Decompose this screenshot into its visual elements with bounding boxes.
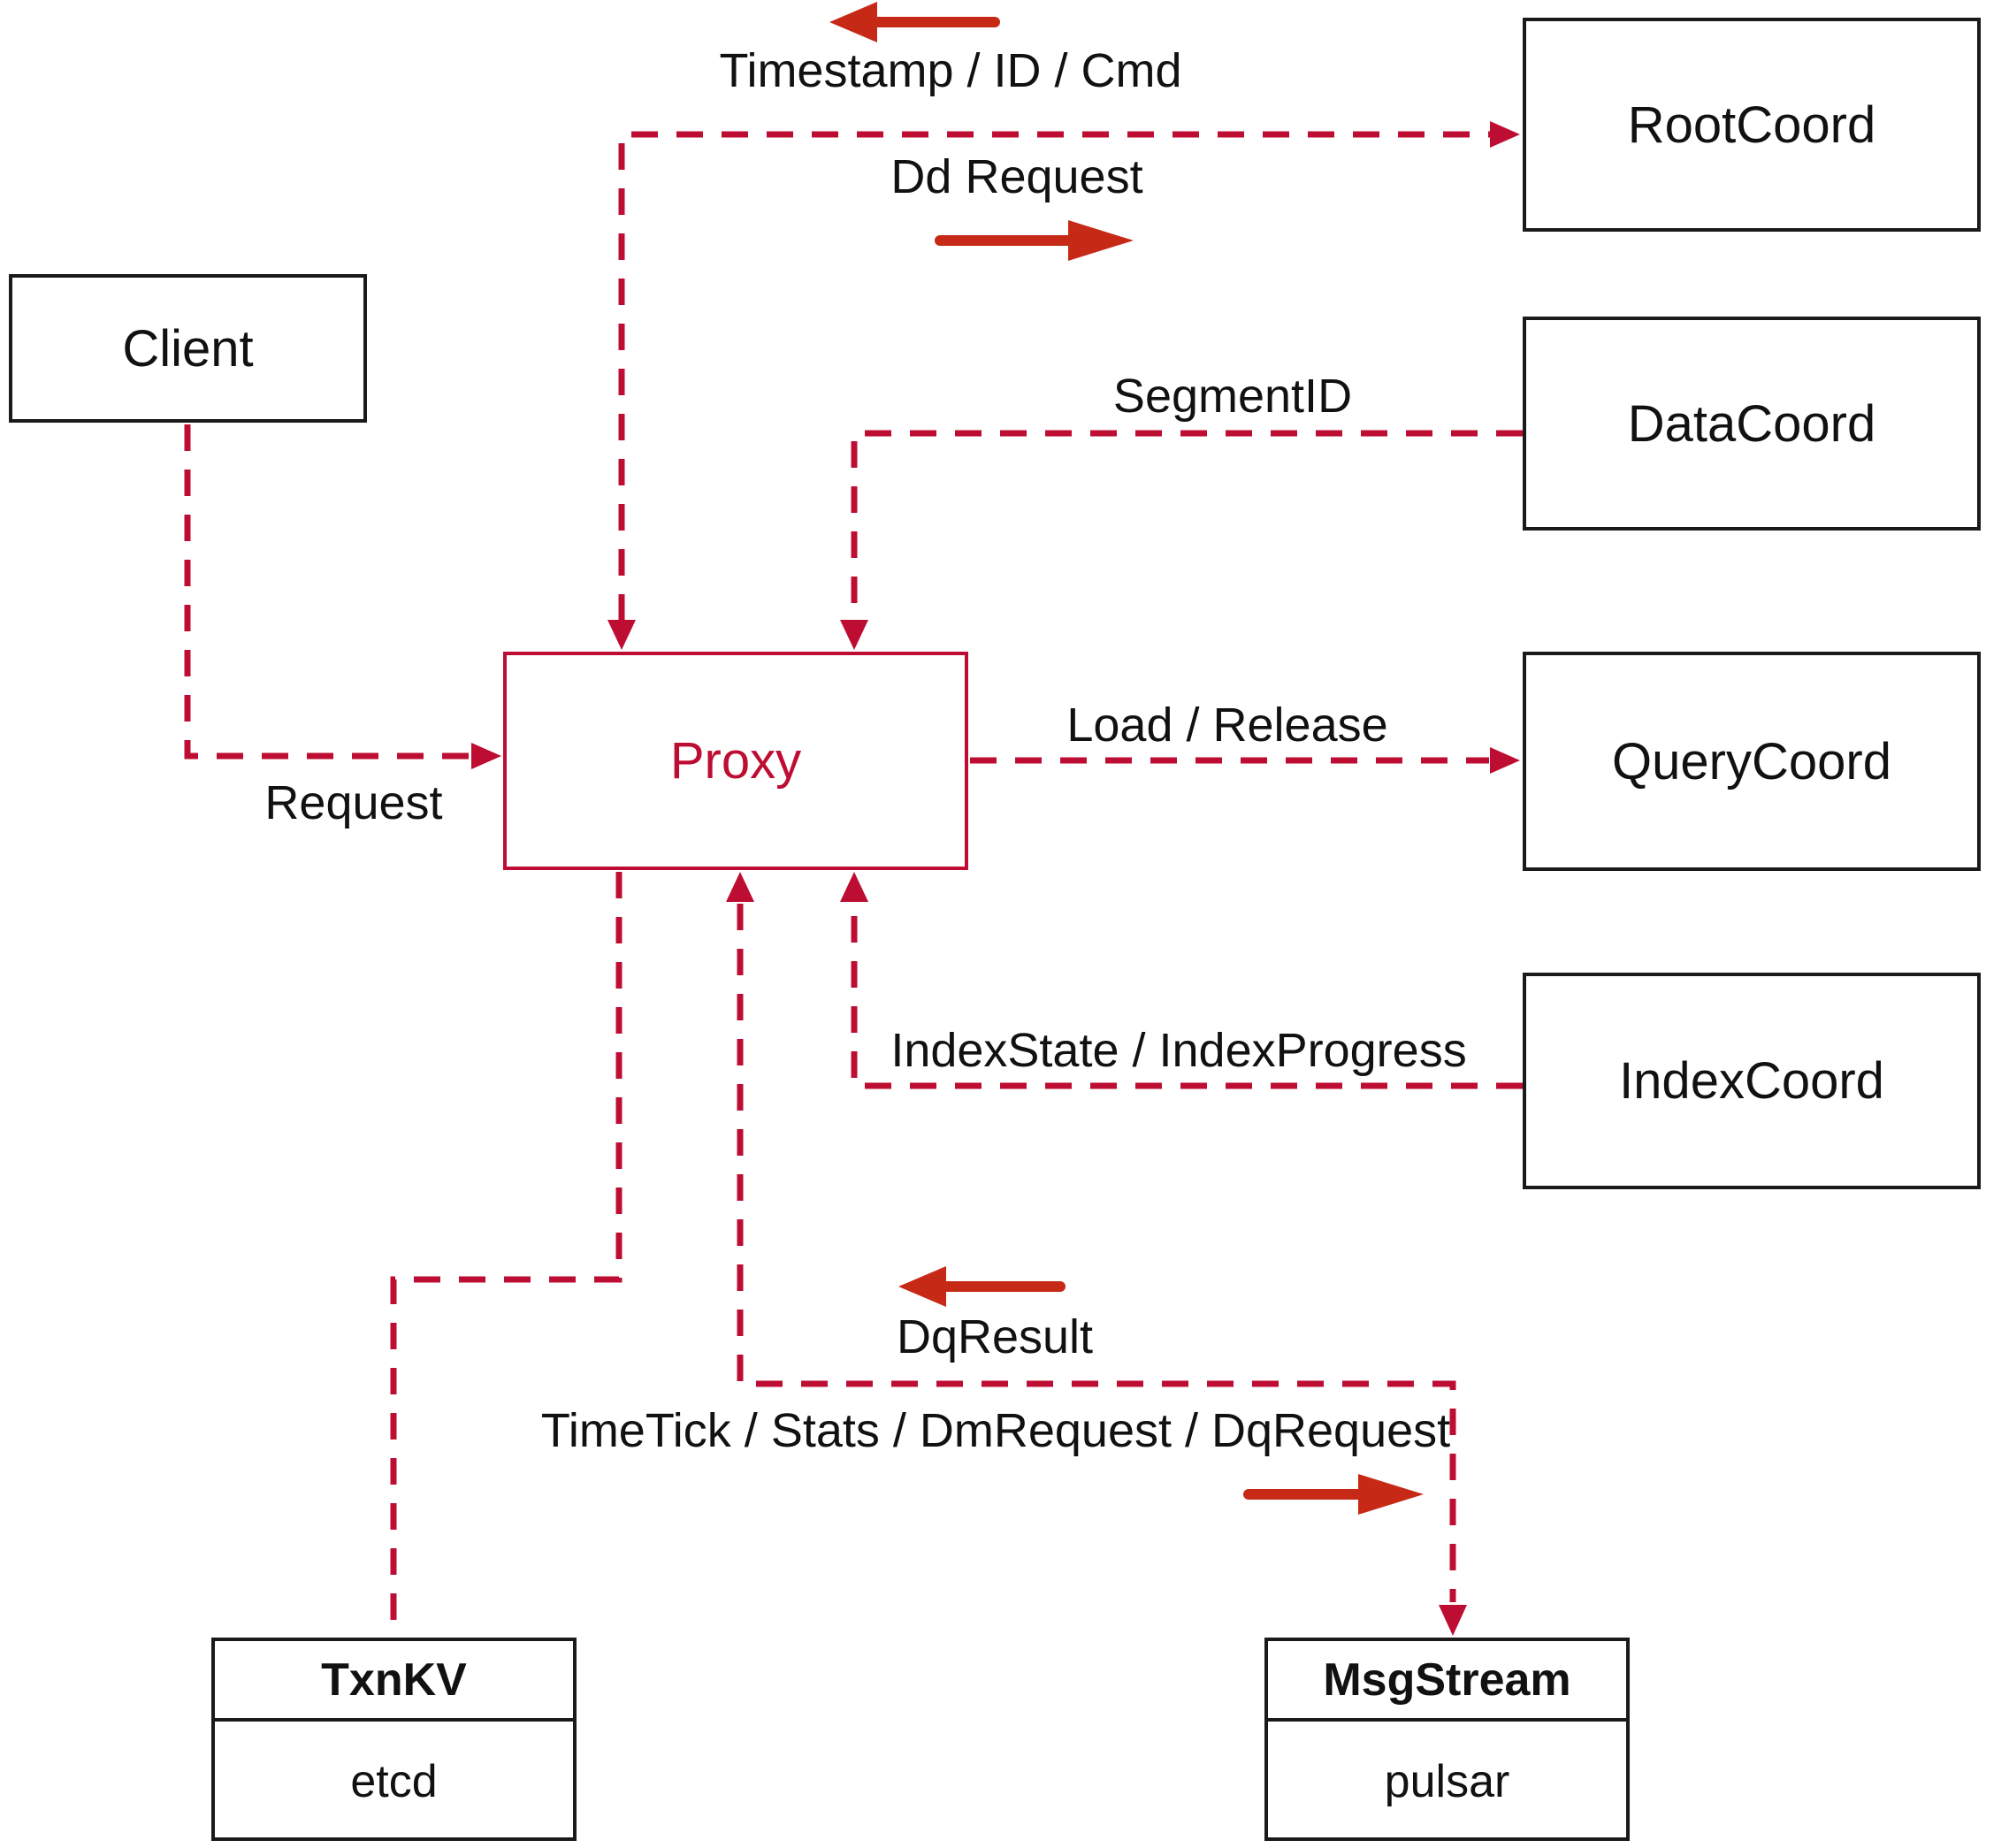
node-querycoord-label: QueryCoord (1612, 732, 1891, 790)
edge-datacoord-proxy (851, 430, 1523, 619)
edge-label-dq-result: DqResult (896, 1310, 1094, 1363)
arrowhead-into-proxy-top-right (840, 620, 868, 650)
arrowhead-into-rootcoord (1490, 121, 1520, 148)
node-indexcoord-label: IndexCoord (1619, 1052, 1884, 1110)
edge-proxy-txnkv (390, 872, 623, 1636)
arrowhead-into-proxy-bottom-right (840, 872, 868, 902)
node-msgstream: MsgStream pulsar (1264, 1638, 1630, 1841)
edge-label-timestamp-id-cmd: Timestamp / ID / Cmd (719, 44, 1182, 97)
node-txnkv-subtitle: etcd (350, 1755, 438, 1807)
direction-arrow-timetick-right (1243, 1474, 1424, 1515)
edge-proxy-msgstream (737, 904, 1456, 1602)
node-rootcoord-label: RootCoord (1627, 95, 1876, 154)
edge-client-proxy (184, 424, 485, 760)
arrowhead-into-msgstream (1439, 1605, 1467, 1636)
edge-label-timetick: TimeTick / Stats / DmRequest / DqRequest (540, 1404, 1451, 1457)
node-proxy-label: Proxy (669, 732, 802, 790)
edge-label-dd-request: Dd Request (890, 150, 1143, 203)
direction-arrow-timestamp-left (829, 2, 1000, 42)
node-datacoord: DataCoord (1523, 317, 1981, 531)
node-txnkv: TxnKV etcd (211, 1638, 577, 1841)
arrowhead-into-querycoord (1490, 747, 1520, 774)
node-rootcoord: RootCoord (1523, 18, 1981, 232)
edge-label-index-state: IndexState / IndexProgress (890, 1024, 1467, 1077)
node-querycoord: QueryCoord (1523, 652, 1981, 871)
edge-proxy-rootcoord (618, 131, 1501, 621)
node-indexcoord: IndexCoord (1523, 973, 1981, 1189)
arrowhead-into-proxy-left (471, 743, 501, 769)
edge-label-segment-id: SegmentID (1112, 370, 1353, 423)
node-datacoord-label: DataCoord (1627, 394, 1876, 453)
edge-label-load-release: Load / Release (1066, 699, 1388, 752)
node-msgstream-title: MsgStream (1268, 1641, 1626, 1722)
edge-label-request: Request (264, 776, 443, 829)
node-client-label: Client (122, 319, 254, 378)
node-client: Client (9, 274, 367, 423)
direction-arrow-ddrequest-right (935, 220, 1134, 261)
arrowhead-into-proxy-bottom-left (726, 872, 754, 902)
edge-indexcoord-proxy (851, 902, 1523, 1089)
node-msgstream-subtitle: pulsar (1384, 1755, 1510, 1807)
node-txnkv-title: TxnKV (215, 1641, 573, 1722)
arrowhead-into-proxy-top-left (607, 620, 636, 650)
node-proxy: Proxy (503, 652, 968, 870)
direction-arrow-dqresult-left (898, 1266, 1066, 1307)
